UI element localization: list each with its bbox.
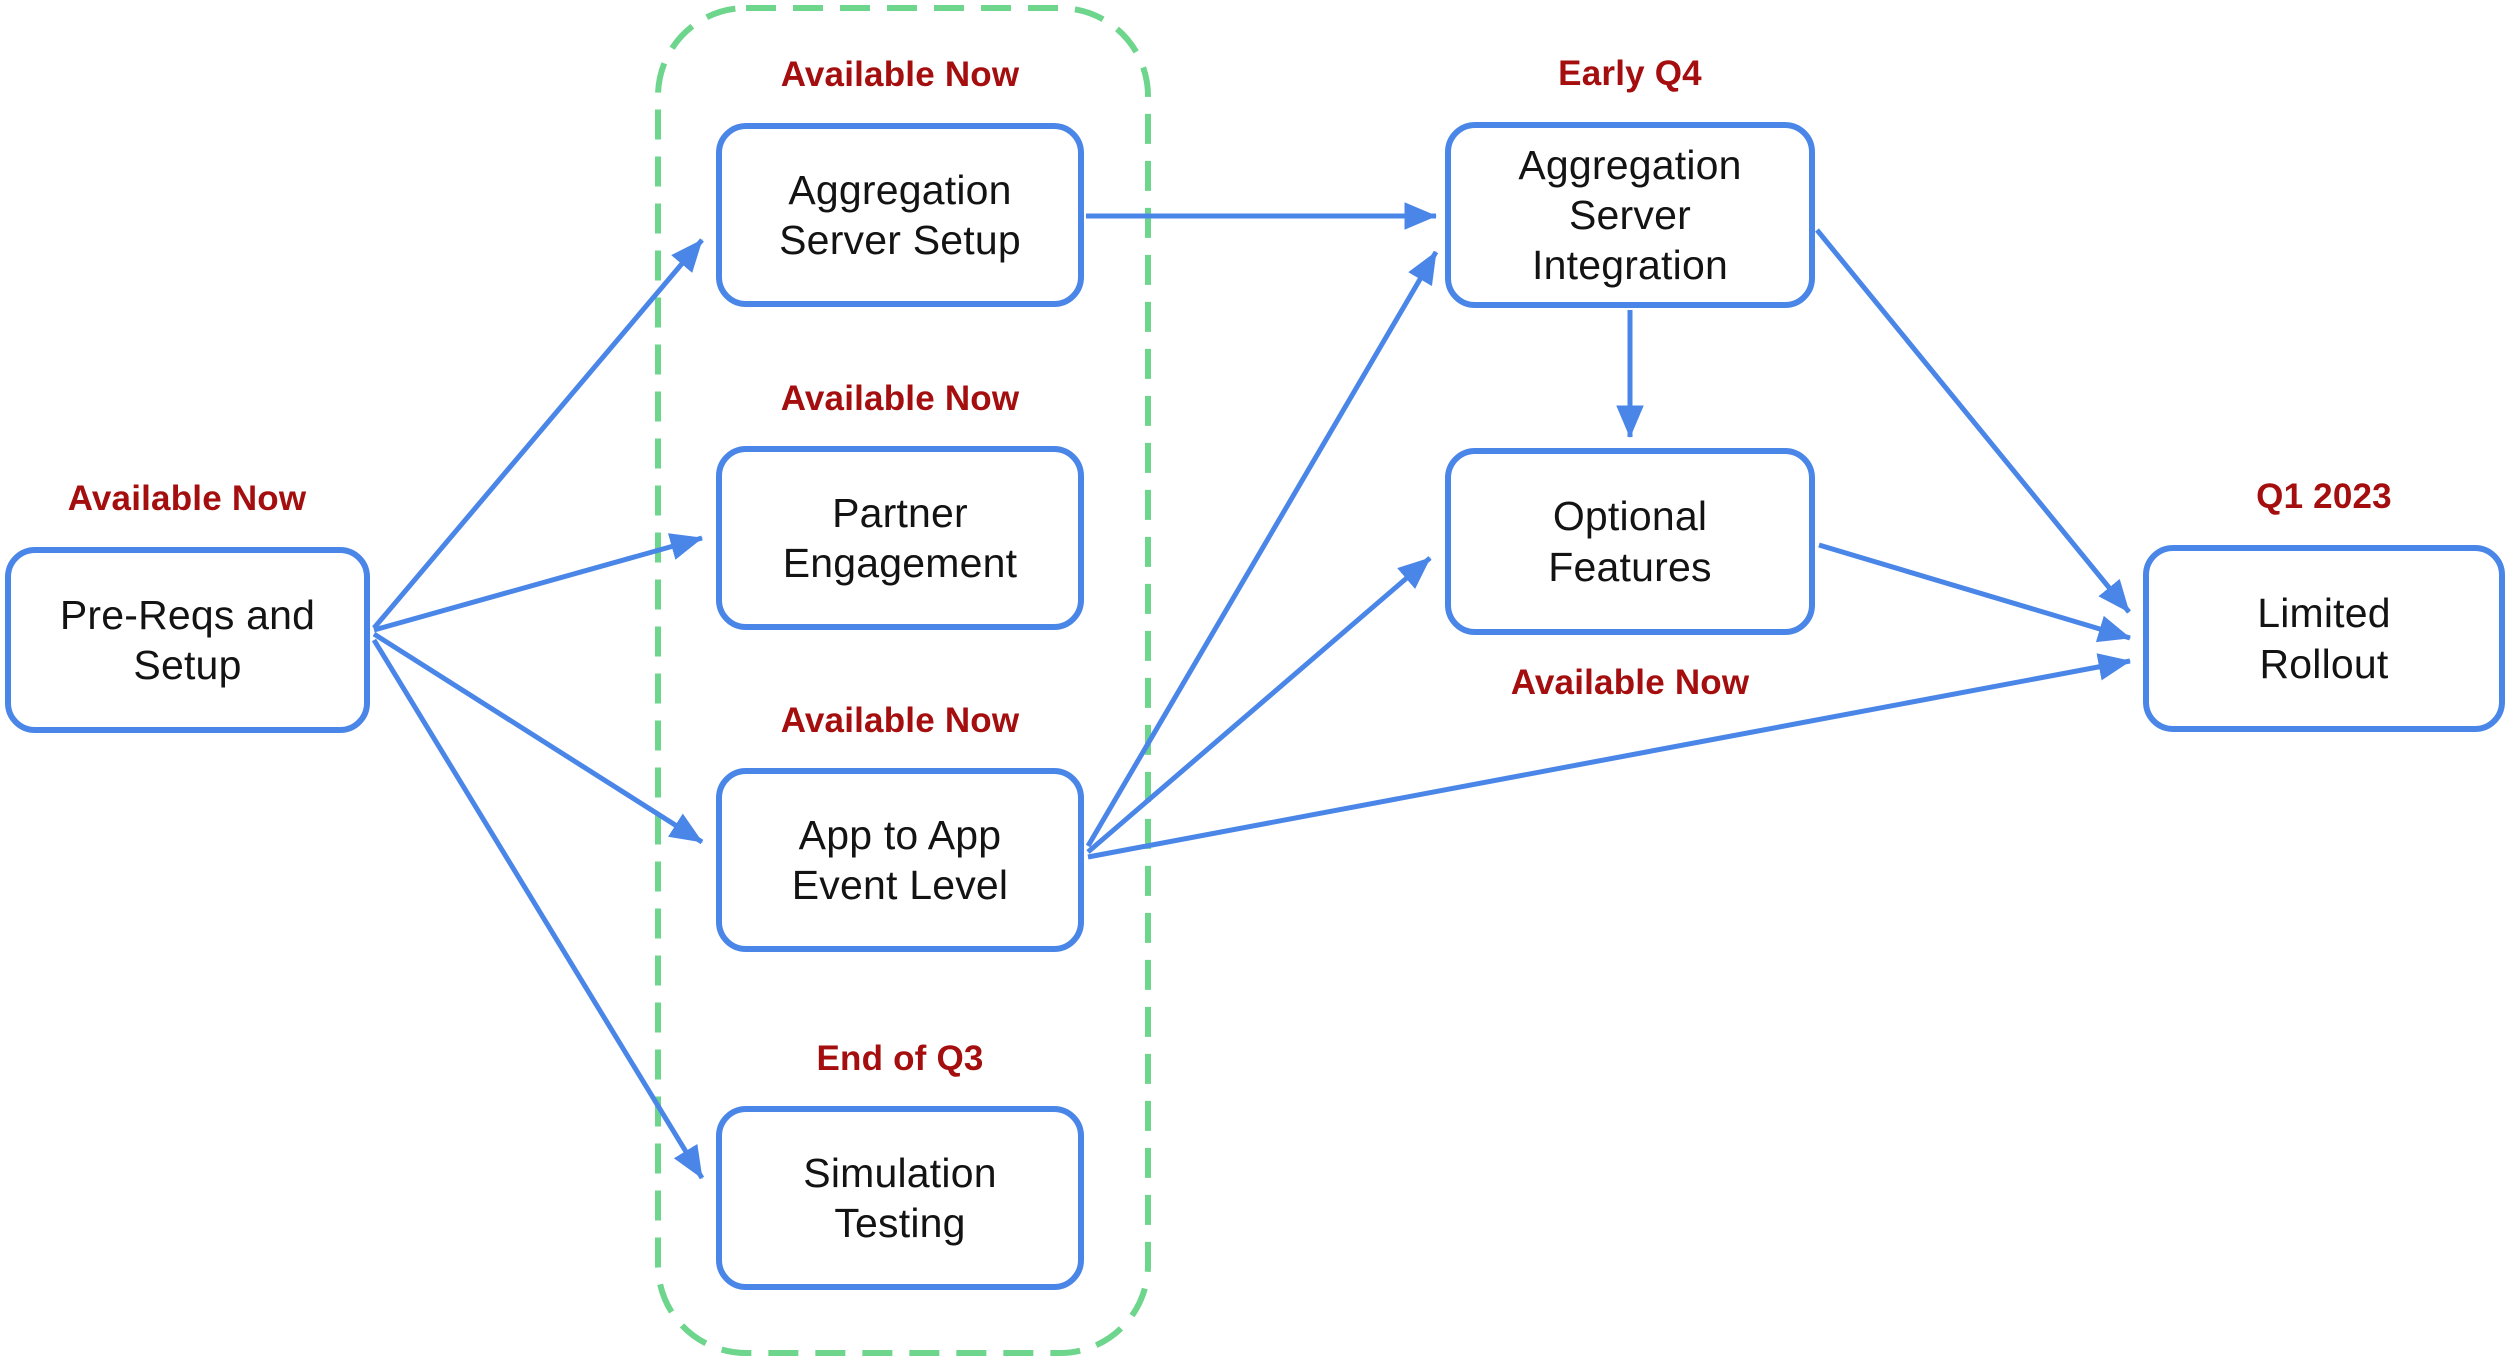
timeline-label-app-to-app: Available Now xyxy=(780,701,1020,740)
node-label: Simulation Testing xyxy=(803,1149,997,1246)
timeline-label-simulation-testing: End of Q3 xyxy=(816,1039,984,1078)
node-app-to-app-event-level: App to App Event Level xyxy=(716,768,1084,952)
node-simulation-testing: Simulation Testing xyxy=(716,1106,1084,1290)
available-now-group-outline xyxy=(655,5,1151,1356)
timeline-label-integration: Early Q4 xyxy=(1558,54,1702,93)
timeline-label-optional-features: Available Now xyxy=(1510,663,1750,702)
edge-app-to-app-to-limited-rollout xyxy=(1087,653,2131,860)
edge-integration-to-limited-rollout xyxy=(1815,228,2131,614)
timeline-label-prereqs: Available Now xyxy=(67,479,307,518)
node-label: App to App Event Level xyxy=(791,811,1009,908)
node-label: Aggregation Server Integration xyxy=(1518,141,1742,288)
edge-prereqs-to-aggregation-server-setup xyxy=(372,238,704,630)
edge-app-to-app-to-optional-features xyxy=(1086,556,1432,854)
node-aggregation-server-setup: Aggregation Server Setup xyxy=(716,123,1084,307)
node-partner-engagement: Partner Engagement xyxy=(716,446,1084,630)
node-label: Pre-Reqs and Setup xyxy=(59,591,316,688)
edge-prereqs-to-partner-engagement xyxy=(373,533,703,633)
timeline-label-aggregation-server-setup: Available Now xyxy=(780,55,1020,94)
node-label: Partner Engagement xyxy=(782,489,1018,586)
node-label: Aggregation Server Setup xyxy=(779,166,1021,263)
edge-optional-features-to-limited-rollout xyxy=(1818,542,2131,643)
edge-app-to-app-to-integration xyxy=(1085,250,1439,848)
node-optional-features: Optional Features xyxy=(1445,448,1815,635)
edge-prereqs-to-app-to-app-event-level xyxy=(372,631,704,845)
timeline-label-partner-engagement: Available Now xyxy=(780,379,1020,418)
timeline-label-limited-rollout: Q1 2023 xyxy=(2256,477,2392,516)
node-label: Limited Rollout xyxy=(2257,590,2391,687)
node-pre-reqs-and-setup: Pre-Reqs and Setup xyxy=(5,547,370,733)
edge-prereqs-to-simulation-testing xyxy=(371,638,705,1180)
node-limited-rollout: Limited Rollout xyxy=(2143,545,2505,732)
node-label: Optional Features xyxy=(1548,493,1712,590)
node-aggregation-server-integration: Aggregation Server Integration xyxy=(1445,122,1815,308)
